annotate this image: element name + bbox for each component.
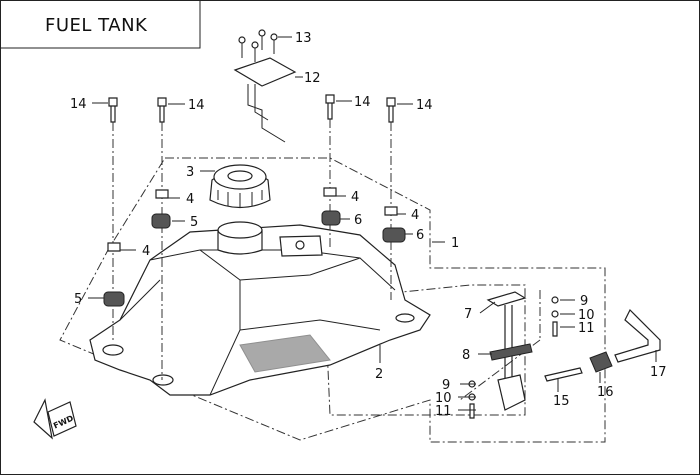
callout-3: 3 bbox=[186, 165, 194, 180]
callout-10: 10 bbox=[578, 308, 595, 323]
callout-10: 10 bbox=[435, 391, 452, 406]
callout-14: 14 bbox=[70, 97, 87, 112]
fuel-valve-assembly bbox=[468, 291, 661, 419]
callout-11: 11 bbox=[435, 404, 452, 419]
callout-8: 8 bbox=[462, 348, 470, 363]
callout-14: 14 bbox=[188, 98, 205, 113]
callout-2: 2 bbox=[375, 367, 383, 382]
title-box bbox=[0, 0, 201, 49]
valve-assembly-boundary bbox=[324, 284, 526, 416]
callout-5: 5 bbox=[190, 215, 198, 230]
tank-assembly-boundary bbox=[59, 157, 606, 443]
bolts bbox=[103, 94, 406, 380]
callout-17: 17 bbox=[650, 365, 667, 380]
callout-5: 5 bbox=[74, 292, 82, 307]
callout-4: 4 bbox=[142, 244, 150, 259]
callout-9: 9 bbox=[442, 378, 450, 393]
callout-4: 4 bbox=[351, 190, 359, 205]
callout-12: 12 bbox=[304, 71, 321, 86]
callout-15: 15 bbox=[553, 394, 570, 409]
fuel-cap bbox=[209, 164, 271, 209]
callout-14: 14 bbox=[354, 95, 371, 110]
callout-16: 16 bbox=[597, 385, 614, 400]
callouts: 13 12 14 14 14 14 3 4 5 4 5 4 6 4 6 1 9 … bbox=[70, 31, 667, 419]
forward-direction-arrow: FWD bbox=[33, 398, 77, 440]
callout-14: 14 bbox=[416, 98, 433, 113]
callout-13: 13 bbox=[295, 31, 312, 46]
callout-4: 4 bbox=[186, 192, 194, 207]
callout-7: 7 bbox=[464, 307, 472, 322]
callout-1: 1 bbox=[451, 236, 459, 251]
callout-6: 6 bbox=[354, 213, 362, 228]
callout-11: 11 bbox=[578, 321, 595, 336]
fuel-level-sender bbox=[233, 29, 297, 143]
callout-6: 6 bbox=[416, 228, 424, 243]
callout-9: 9 bbox=[580, 294, 588, 309]
fuel-tank bbox=[89, 221, 431, 396]
valve-link-line bbox=[459, 290, 541, 401]
diagram-title: FUEL TANK bbox=[45, 15, 148, 36]
callout-4: 4 bbox=[411, 208, 419, 223]
leader-lines bbox=[88, 36, 657, 411]
